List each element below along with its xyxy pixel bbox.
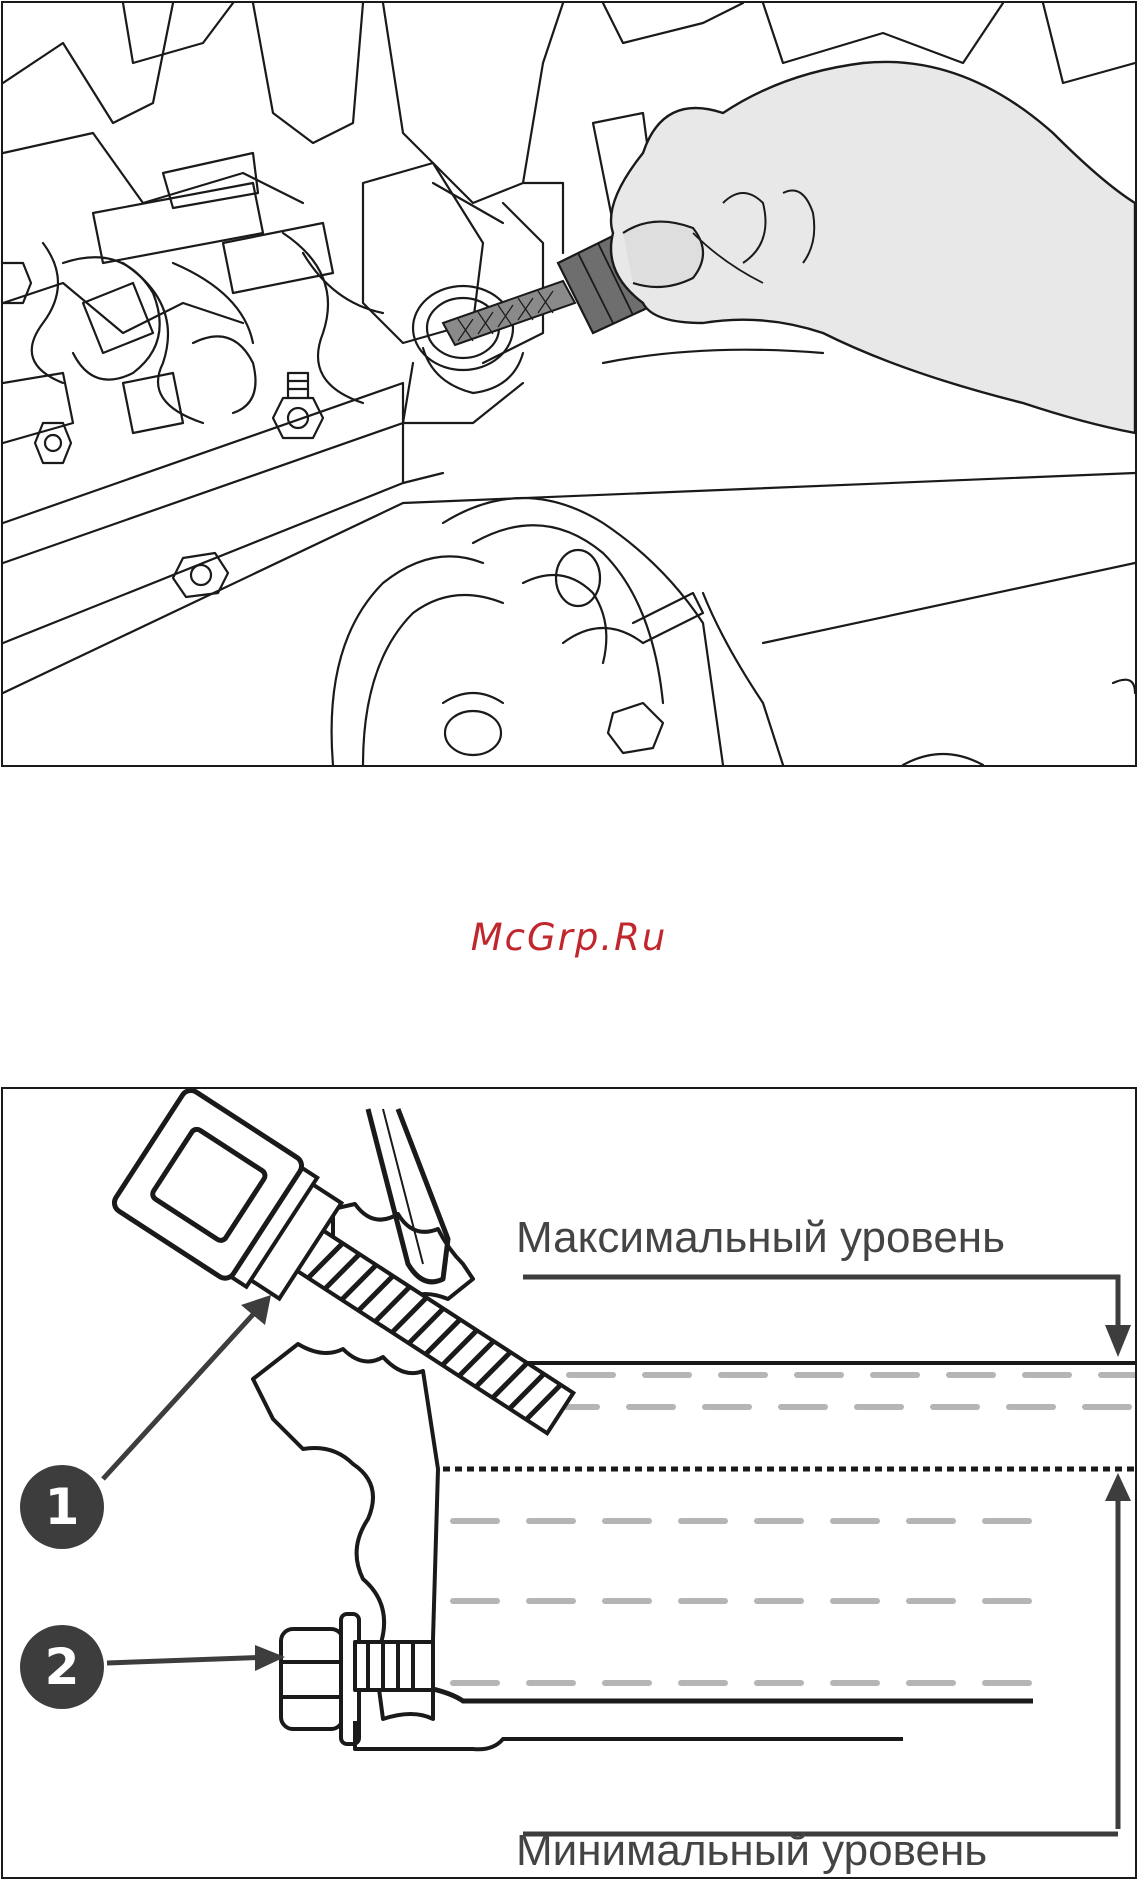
watermark-text: McGrp.Ru xyxy=(0,916,1138,959)
oil-level-drawing xyxy=(3,1089,1135,1877)
callout-badge-1: 1 xyxy=(20,1465,104,1549)
engine-line-drawing xyxy=(3,3,1135,765)
min-level-label: Минимальный уровень xyxy=(516,1826,987,1876)
max-level-label: Максимальный уровень xyxy=(516,1213,1005,1263)
engine-dipstick-illustration xyxy=(1,1,1137,767)
oil-level-diagram xyxy=(1,1087,1137,1879)
callout-badge-2: 2 xyxy=(20,1625,104,1709)
